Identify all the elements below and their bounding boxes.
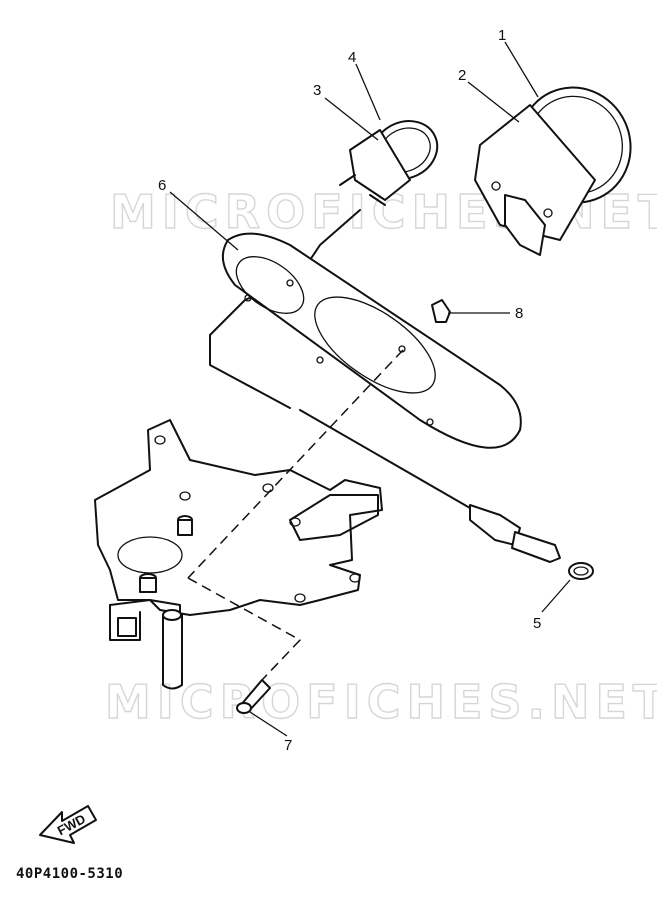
callout-1: 1 bbox=[498, 27, 506, 44]
fwd-arrow-icon: FWD bbox=[39, 805, 97, 844]
tachometer bbox=[339, 120, 439, 206]
speedometer bbox=[474, 86, 632, 256]
callout-8: 8 bbox=[515, 305, 523, 322]
bulb-socket bbox=[431, 299, 451, 323]
callout-3: 3 bbox=[313, 82, 321, 99]
callout-6: 6 bbox=[158, 177, 166, 194]
callout-2: 2 bbox=[458, 67, 466, 84]
seal-ring bbox=[568, 562, 594, 580]
screw bbox=[236, 679, 271, 714]
callout-4: 4 bbox=[348, 49, 356, 66]
callout-5: 5 bbox=[533, 615, 541, 632]
mounting-bracket bbox=[94, 419, 383, 690]
leader-lines bbox=[169, 41, 571, 737]
diagram-code: 40P4100-5310 bbox=[16, 866, 123, 882]
callout-7: 7 bbox=[284, 737, 292, 754]
assembly-lines bbox=[187, 349, 404, 681]
watermark-bottom: MICROFICHES.NET bbox=[105, 675, 657, 729]
meter-panel bbox=[221, 232, 522, 449]
